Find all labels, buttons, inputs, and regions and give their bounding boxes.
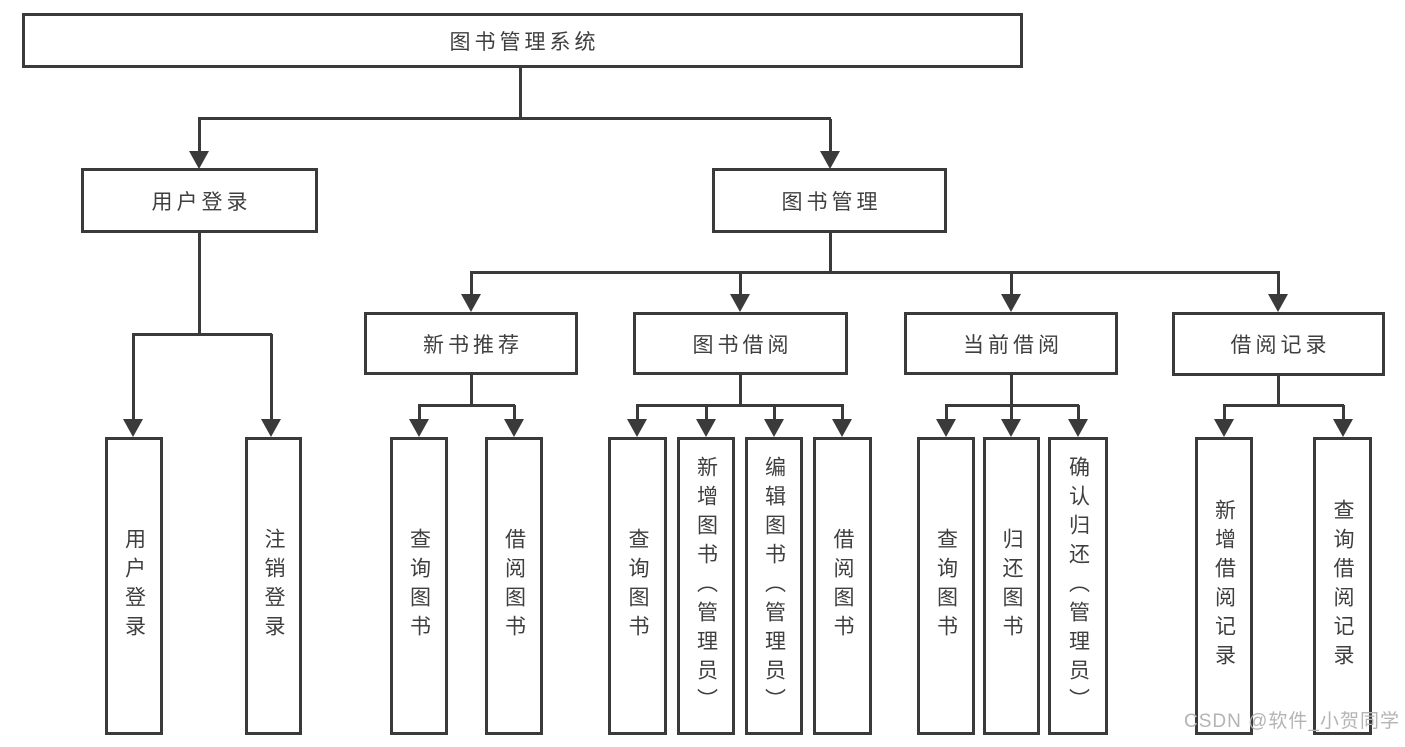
arrowhead-bb-add [696, 419, 716, 437]
connector-drop-nbr-borrow [513, 405, 516, 420]
connector-drop-bb-borrow [841, 405, 844, 420]
connector-drop-borrowing-records [1277, 272, 1280, 296]
connector-nbr-stub [470, 375, 473, 407]
arrowhead-br-add [1214, 419, 1234, 437]
arrowhead-cb-query [936, 419, 956, 437]
arrowhead-borrowing-records [1268, 294, 1288, 312]
arrowhead-user-login [189, 151, 209, 169]
connector-drop-br-query [1342, 405, 1345, 420]
node-book-borrowing-label: 图书借阅 [692, 333, 793, 357]
leaf-user-login-label: 用户登录 [122, 528, 146, 644]
leaf-cb-query-books-label: 查询图书 [934, 528, 958, 644]
leaf-bb-borrow-books: 借阅图书 [813, 437, 872, 735]
connector-drop-bb-query [636, 405, 639, 420]
leaf-cb-confirm-return-admin: 确认归还（管理员） [1048, 437, 1108, 735]
arrowhead-leaf-logout [261, 419, 281, 437]
connector-drop-bb-add [705, 405, 708, 420]
node-new-book-recommendation-label: 新书推荐 [423, 333, 523, 357]
leaf-bb-query-books: 查询图书 [608, 437, 667, 735]
leaf-cb-return-books-label: 归还图书 [1000, 528, 1023, 644]
arrowhead-br-query [1333, 419, 1353, 437]
connector-level2-splitter [470, 271, 1280, 274]
node-current-borrowing-label: 当前借阅 [963, 333, 1063, 357]
arrowhead-bb-query [627, 419, 647, 437]
watermark-csdn: CSDN @软件_小贺同学 [1184, 711, 1400, 732]
leaf-cb-query-books: 查询图书 [917, 437, 975, 735]
node-book-borrowing: 图书借阅 [633, 312, 848, 375]
leaf-bb-add-books-admin: 新增图书（管理员） [677, 437, 735, 735]
connector-bb-stub [739, 375, 742, 407]
leaf-logout-label: 注销登录 [262, 528, 285, 644]
leaf-br-add-borrow-record-label: 新增借阅记录 [1212, 499, 1236, 673]
arrowhead-cb-confirm [1068, 419, 1088, 437]
connector-cb-stub [1010, 375, 1013, 407]
connector-drop-current-borrowing [1010, 272, 1013, 296]
leaf-nbr-query-books-label: 查询图书 [407, 528, 431, 644]
arrowhead-leaf-user-login [123, 419, 143, 437]
leaf-bb-edit-books-admin: 编辑图书（管理员） [745, 437, 803, 735]
connector-user-login-stub [198, 233, 201, 336]
connector-drop-br-add [1223, 405, 1226, 420]
arrowhead-book-borrowing [730, 294, 750, 312]
leaf-nbr-borrow-books-label: 借阅图书 [502, 528, 526, 644]
node-current-borrowing: 当前借阅 [904, 312, 1118, 375]
arrowhead-bb-borrow [832, 419, 852, 437]
connector-drop-cb-query [945, 405, 948, 420]
arrowhead-new-book [461, 294, 481, 312]
connector-drop-cb-confirm [1077, 405, 1080, 420]
node-book-management-label: 图书管理 [781, 190, 882, 214]
connector-drop-new-book [470, 272, 473, 296]
leaf-logout: 注销登录 [245, 437, 302, 735]
arrowhead-book-management [820, 151, 840, 169]
connector-root-stub [519, 68, 522, 118]
leaf-bb-edit-books-admin-label: 编辑图书（管理员） [762, 455, 786, 717]
leaf-br-query-borrow-record: 查询借阅记录 [1313, 437, 1372, 735]
leaf-user-login: 用户登录 [105, 437, 163, 735]
connector-drop-user-login [198, 119, 201, 153]
leaf-nbr-borrow-books: 借阅图书 [485, 437, 543, 735]
connector-br-stub [1277, 375, 1280, 407]
connector-drop-book-management [829, 119, 832, 153]
arrowhead-cb-return [1001, 419, 1021, 437]
node-new-book-recommendation: 新书推荐 [364, 312, 578, 375]
connector-drop-leaf-logout [270, 334, 273, 420]
connector-book-management-stub [829, 233, 832, 273]
arrowhead-bb-edit [764, 419, 784, 437]
connector-nbr-splitter [418, 404, 515, 407]
arrowhead-current-borrowing [1001, 294, 1021, 312]
leaf-br-add-borrow-record: 新增借阅记录 [1195, 437, 1253, 735]
node-borrowing-records: 借阅记录 [1172, 312, 1385, 376]
node-book-management: 图书管理 [712, 168, 947, 233]
node-library-system-label: 图书管理系统 [449, 30, 600, 54]
node-borrowing-records-label: 借阅记录 [1230, 334, 1331, 357]
node-user-login: 用户登录 [81, 168, 318, 233]
connector-drop-nbr-query [418, 405, 421, 420]
arrowhead-nbr-query [409, 419, 429, 437]
leaf-bb-query-books-label: 查询图书 [626, 528, 649, 644]
leaf-bb-borrow-books-label: 借阅图书 [831, 528, 854, 644]
leaf-br-query-borrow-record-label: 查询借阅记录 [1331, 499, 1354, 673]
connector-drop-bb-edit [773, 405, 776, 420]
leaf-nbr-query-books: 查询图书 [390, 437, 448, 735]
connector-bb-splitter [636, 404, 844, 407]
leaf-cb-return-books: 归还图书 [983, 437, 1040, 735]
leaf-cb-confirm-return-admin-label: 确认归还（管理员） [1066, 455, 1090, 717]
connector-drop-book-borrowing [739, 272, 742, 296]
connector-drop-cb-return [1010, 405, 1013, 420]
arrowhead-nbr-borrow [504, 419, 524, 437]
connector-drop-leaf-user-login [132, 334, 135, 420]
connector-level1-splitter [198, 117, 831, 120]
node-user-login-label: 用户登录 [151, 190, 252, 214]
node-library-system: 图书管理系统 [22, 13, 1023, 68]
leaf-bb-add-books-admin-label: 新增图书（管理员） [694, 455, 718, 717]
connector-br-splitter [1223, 404, 1344, 407]
connector-user-login-splitter [132, 333, 272, 336]
